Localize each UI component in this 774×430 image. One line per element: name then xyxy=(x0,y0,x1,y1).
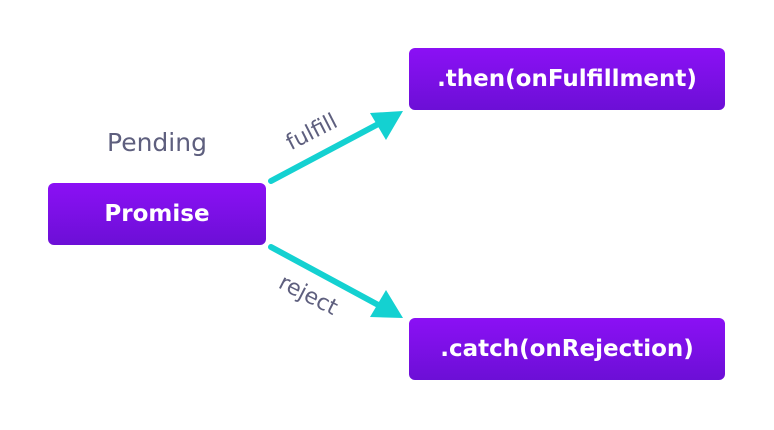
catch-node: .catch(onRejection) xyxy=(409,318,725,380)
reject-arrow xyxy=(268,244,403,318)
fulfill-arrow xyxy=(268,111,403,184)
catch-node-label: .catch(onRejection) xyxy=(440,336,694,362)
pending-state-label: Pending xyxy=(107,128,207,157)
then-node-label: .then(onFulfillment) xyxy=(437,66,697,92)
promise-node: Promise xyxy=(48,183,266,245)
then-node: .then(onFulfillment) xyxy=(409,48,725,110)
promise-node-label: Promise xyxy=(104,201,210,227)
